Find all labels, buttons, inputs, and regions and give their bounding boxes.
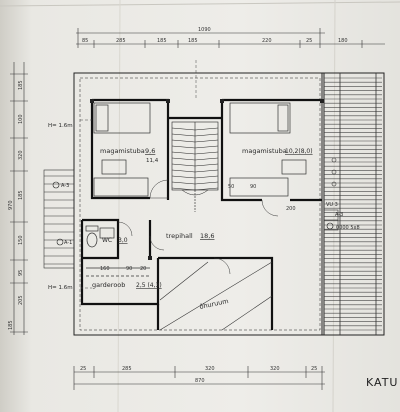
dim-top-3: 185: [157, 38, 167, 44]
room-label-bedroom-right: magamistuba: [242, 147, 287, 155]
stair-tread: [171, 181, 196, 185]
dim-top-2: 285: [116, 38, 126, 44]
dim-bottom-5: 25: [311, 366, 317, 372]
height-note-bottom: H= 1.6m: [48, 285, 73, 291]
staircase: [171, 121, 219, 212]
room-area-bedroom-right: 10,2(8,0): [285, 148, 313, 155]
stair-tread: [194, 139, 219, 143]
stair-tread: [171, 157, 196, 161]
section-markers: [52, 181, 334, 246]
section-a1: A-1: [64, 240, 72, 246]
stair-tread: [194, 145, 219, 149]
room-label-stair-hall: trepihall: [166, 232, 193, 240]
dim-left-5: 150: [18, 235, 24, 245]
dim-top-4: 185: [188, 38, 198, 44]
section-a3-right: A-3: [335, 212, 343, 218]
interior-walls: [80, 98, 322, 330]
room-label-bedroom-left: magamistuba: [100, 147, 145, 155]
dim-inner-200: 200: [286, 206, 296, 212]
building-outline: [73, 72, 325, 336]
dim-left-2: 100: [18, 114, 24, 124]
dim-top-7: 180: [338, 38, 348, 44]
stair-tread: [171, 127, 196, 131]
sheet-title: KATU: [366, 376, 398, 389]
stair-tread: [194, 187, 219, 191]
paper-fold: [117, 0, 121, 412]
stair-tread: [171, 175, 196, 179]
stair-tread: [171, 163, 196, 167]
vent-mark: VU 3: [326, 202, 338, 208]
dim-top-6: 25: [306, 38, 312, 44]
door-swings: [117, 179, 279, 275]
dim-left-7: 205: [18, 295, 24, 305]
dim-left-3: 320: [18, 150, 24, 160]
furniture: [85, 102, 307, 277]
dim-top-total: 1090: [198, 27, 211, 33]
stair-tread: [171, 133, 196, 137]
dim-top-1: 85: [82, 38, 88, 44]
room-area-wardrobe: 2,5 (4,3): [136, 282, 162, 289]
dim-inner-50: 50: [228, 184, 234, 190]
sockets-mark: 0000 5x8: [336, 225, 360, 231]
stair-tread: [194, 175, 219, 179]
stair-tread: [194, 163, 219, 167]
stair-tread: [194, 127, 219, 131]
stair-tread: [194, 169, 219, 173]
stair-tread: [194, 157, 219, 161]
dim-inner-90: 90: [250, 184, 256, 190]
stair-tread: [194, 151, 219, 155]
dim-bottom-4: 320: [270, 366, 280, 372]
stair-tread: [194, 133, 219, 137]
room-area-stair-hall: 18,6: [200, 232, 214, 240]
dim-inner-90b: 90: [126, 266, 132, 272]
dim-top-5: 220: [262, 38, 272, 44]
top-dimension-chain: [76, 28, 385, 48]
dim-bottom-3: 320: [205, 366, 215, 372]
service-symbols: [323, 157, 339, 231]
balcony-slats: [321, 72, 385, 336]
dim-inner-160: 160: [100, 266, 110, 272]
dim-left-total: 970: [8, 200, 14, 210]
height-note-top: H= 1.6m: [48, 123, 73, 129]
stair-tread: [171, 139, 196, 143]
dim-left-1: 185: [18, 80, 24, 90]
attic-slope: [159, 261, 273, 331]
room-label-attic: õhuruum: [199, 297, 229, 311]
dim-left-8: 185: [8, 320, 14, 330]
ridge-lines: [80, 60, 197, 289]
dim-left-6: 95: [18, 270, 24, 276]
paper-fold: [332, 0, 336, 412]
stair-tread: [194, 181, 219, 185]
section-a3-top: A-3: [61, 183, 69, 189]
room-area-wc: 3,0: [118, 237, 128, 244]
room-label-wc: WC: [102, 237, 112, 244]
dim-inner-20: 20: [140, 266, 146, 272]
stair-tread: [171, 187, 196, 191]
dim-bottom-2: 285: [122, 366, 132, 372]
wall-poche: [90, 99, 324, 260]
dim-bottom-1: 25: [80, 366, 86, 372]
dim-bottom-total: 870: [195, 378, 205, 384]
stair-tread: [171, 169, 196, 173]
paper-fold: [0, 1, 400, 7]
room-area-bedroom-left-sub: 11,4: [146, 158, 159, 164]
room-area-bedroom-left: 9,6: [145, 147, 155, 155]
stair-tread: [171, 145, 196, 149]
terrace-steps: [43, 169, 75, 269]
stair-tread: [171, 151, 196, 155]
left-dimension-chain: [10, 62, 28, 335]
bottom-dimension-chain: [73, 366, 325, 390]
dim-left-4: 185: [18, 190, 24, 200]
room-label-wardrobe: garderoob: [92, 281, 125, 289]
